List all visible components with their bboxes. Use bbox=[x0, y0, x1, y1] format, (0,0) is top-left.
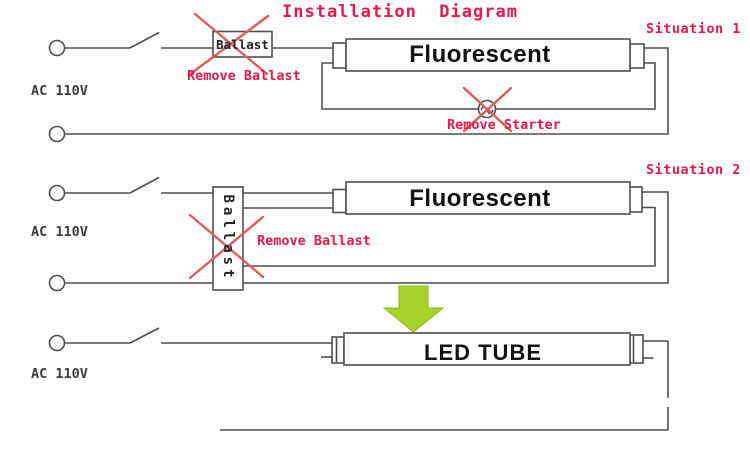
situation-1-label: Situation 1 bbox=[646, 21, 741, 37]
ac-terminal-bottom-s1 bbox=[48, 125, 66, 143]
power-switch-icon-s1 bbox=[129, 31, 160, 49]
remove-ballast-label-s1: Remove Ballast bbox=[187, 68, 301, 84]
tube-endcap-right-s1 bbox=[629, 43, 645, 69]
neutral-return-wire-led bbox=[220, 340, 669, 431]
page-title: Installation Diagram bbox=[282, 2, 518, 22]
ac-voltage-label-s2: AC 110V bbox=[31, 224, 88, 240]
ballast-loop-wire-s2 bbox=[243, 206, 656, 267]
power-switch-icon-led bbox=[129, 327, 160, 344]
ac-voltage-label-s1: AC 110V bbox=[31, 83, 88, 99]
led-circuit bbox=[48, 327, 669, 431]
ac-terminal-top-led bbox=[48, 334, 66, 352]
ballast-label-s2: Ballast bbox=[220, 194, 236, 282]
starter-cross-icon-s1 bbox=[462, 86, 513, 133]
down-arrow-icon bbox=[382, 285, 445, 333]
tube-endcap-right-led bbox=[629, 334, 644, 364]
starter-wire-left-s1 bbox=[321, 62, 478, 110]
ac-terminal-top-s2 bbox=[48, 184, 66, 202]
neutral-return-wire-s1 bbox=[65, 47, 669, 135]
ballast-cross-icon-s2 bbox=[188, 213, 265, 280]
fluorescent-tube-label-s2: Fluorescent bbox=[409, 185, 551, 212]
situation-1-circuit bbox=[48, 12, 669, 143]
ac-terminal-top-s1 bbox=[48, 39, 66, 57]
power-switch-icon-s2 bbox=[129, 176, 160, 194]
remove-starter-label: Remove Starter bbox=[447, 117, 561, 133]
fluorescent-tube-s2 bbox=[345, 181, 631, 215]
led-tube-label: LED TUBE bbox=[424, 340, 542, 365]
situation-2-label: Situation 2 bbox=[646, 162, 741, 178]
neutral-return-wire-s2 bbox=[64, 191, 669, 284]
starter-wire-right-s1 bbox=[496, 62, 656, 110]
ac-terminal-bottom-s2 bbox=[48, 274, 66, 292]
fluorescent-tube-label-s1: Fluorescent bbox=[409, 41, 551, 68]
led-tube bbox=[343, 332, 631, 366]
ballast-cross-icon-s1 bbox=[187, 12, 270, 77]
fluorescent-tube-s1 bbox=[345, 38, 631, 72]
endcap-inner-lines-led bbox=[335, 336, 635, 362]
ac-voltage-label-led: AC 110V bbox=[31, 366, 88, 382]
remove-ballast-label-s2: Remove Ballast bbox=[257, 233, 371, 249]
situation-2-circuit bbox=[48, 176, 669, 292]
ballast-label-s1: Ballast bbox=[216, 37, 269, 52]
